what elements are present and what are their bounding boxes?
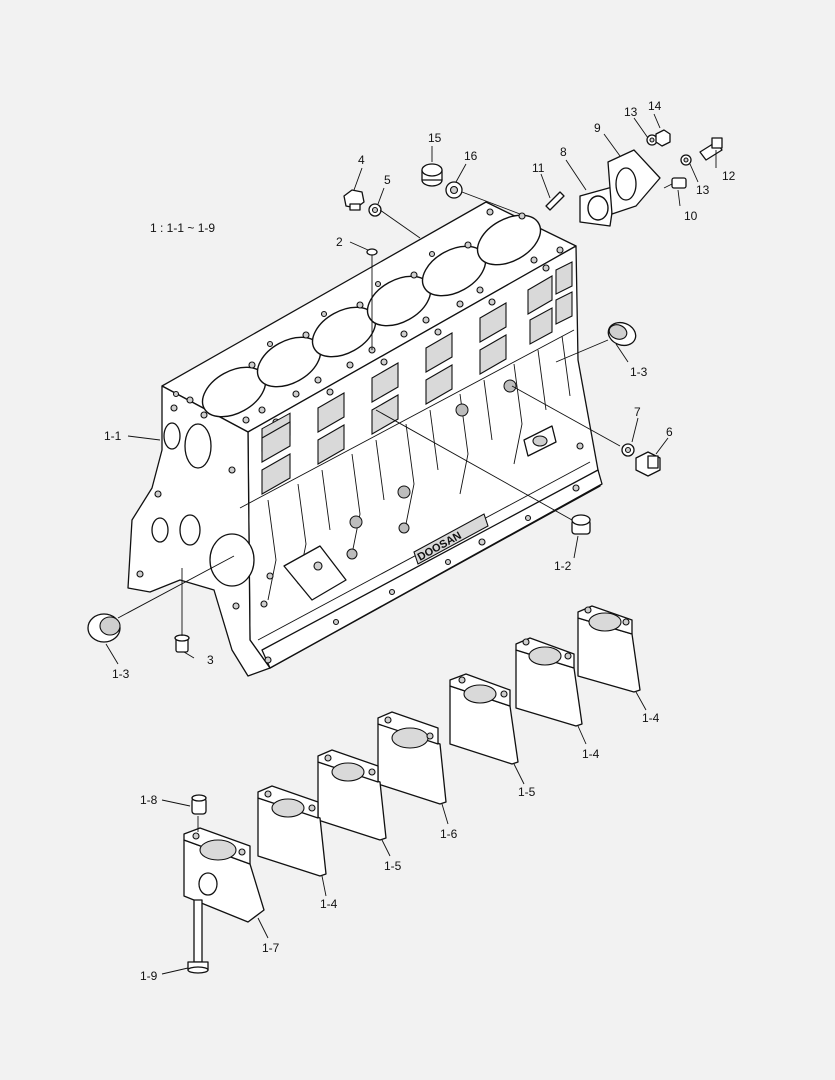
part-13-washer-b [680,154,692,166]
range-note: 1 : 1-1 ~ 1-9 [150,221,215,235]
callout-1-1: 1-1 [104,429,122,443]
callout-1-5-upper: 1-5 [518,785,536,799]
callout-7: 7 [634,405,641,419]
bearing-cap-1-5-lower [317,749,387,841]
callout-13-bottom: 13 [696,183,710,197]
part-4-plug [343,189,365,211]
callout-1-3-left: 1-3 [112,667,130,681]
callout-1-4-mid: 1-4 [582,747,600,761]
bearing-cap-1-5-upper [449,673,519,765]
part-10-screw [663,177,687,189]
callout-1-3-right: 1-3 [630,365,648,379]
bearing-cap-1-4-mid [515,637,583,727]
callout-labels: 1 : 1-1 ~ 1-9 1-1 1-2 1-3 1-3 1-4 1-4 1-… [104,99,736,983]
part-9-cover [607,149,661,215]
callout-11: 11 [532,161,545,175]
bearing-cap-1-7-front-end [183,827,265,923]
callout-2: 2 [336,235,343,249]
part-3-plug [174,568,190,653]
part-6-plug [635,451,661,477]
part-2-dipstick-guide [366,248,378,350]
callout-1-7: 1-7 [262,941,280,955]
part-14-nut [655,129,671,147]
part-1-9-cap-bolt [187,816,209,974]
callout-10: 10 [684,209,698,223]
part-1-3-bushing-left [87,613,121,643]
leader-lines [105,113,717,975]
part-1-2-bushing [571,514,591,535]
callout-6: 6 [666,425,673,439]
callout-15: 15 [428,131,442,145]
part-8-gasket [579,185,617,227]
callout-1-6: 1-6 [440,827,458,841]
bearing-cap-1-4-rear [577,605,641,693]
callout-4: 4 [358,153,365,167]
callout-16: 16 [464,149,478,163]
bearing-cap-1-4-front [257,785,327,877]
part-5-washer [368,203,382,217]
callout-5: 5 [384,173,391,187]
callout-1-5-lower: 1-5 [384,859,402,873]
part-7-washer [621,443,635,457]
part-16-gasket [445,181,463,199]
callout-1-4-front: 1-4 [320,897,338,911]
cylinder-block: DOOSAN [127,201,603,677]
part-1-8-sleeve [191,794,207,815]
part-15-plug [421,163,443,187]
bearing-cap-1-6-thrust [377,711,447,805]
callout-3: 3 [207,653,214,667]
part-1-3-bushing-right [607,321,637,347]
callout-9: 9 [594,121,601,135]
part-12-connector [699,137,723,161]
callout-1-4-rear: 1-4 [642,711,660,725]
callout-12: 12 [722,169,736,183]
callout-1-2: 1-2 [554,559,572,573]
part-11-dowel-pin [545,191,565,211]
callout-13-top: 13 [624,105,638,119]
callout-1-9: 1-9 [140,969,158,983]
callout-14: 14 [648,99,662,113]
callout-1-8: 1-8 [140,793,158,807]
callout-8: 8 [560,145,567,159]
